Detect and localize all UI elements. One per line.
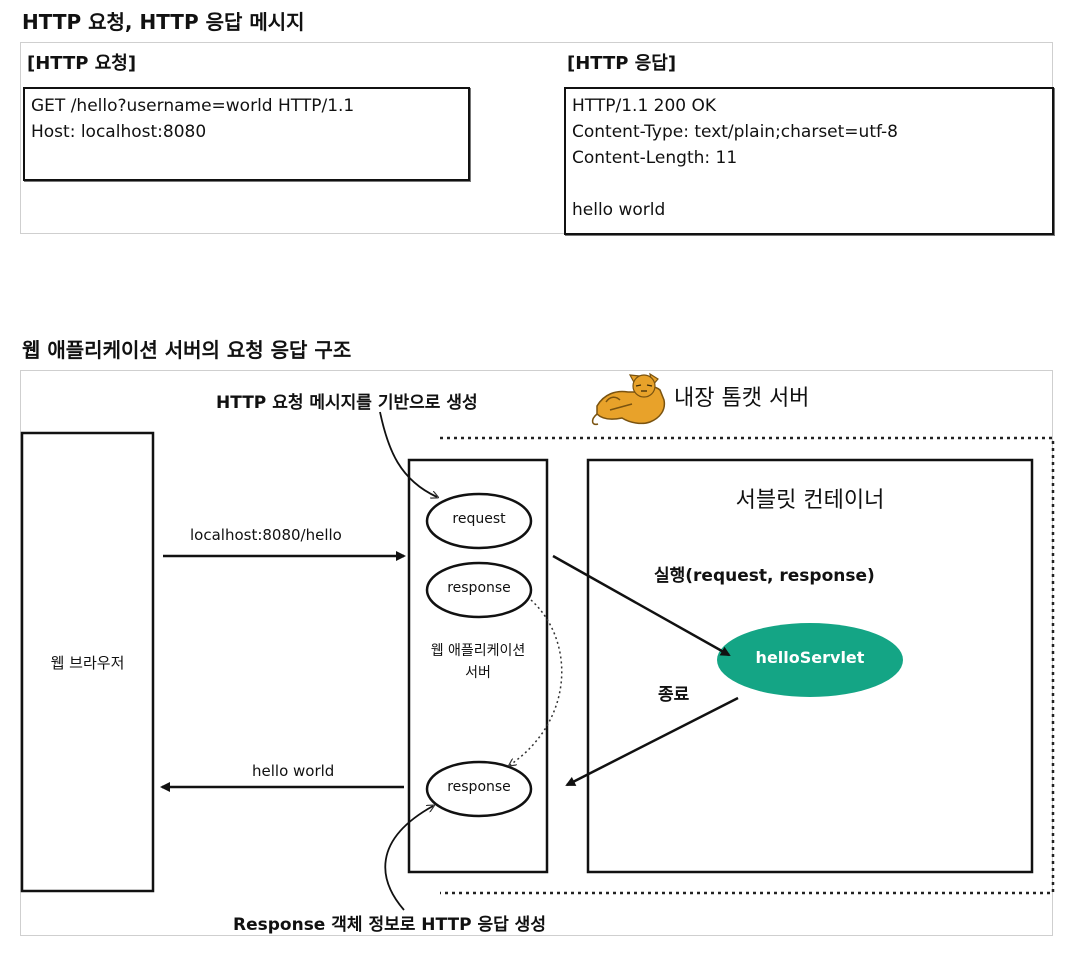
request-line: Host: localhost:8080: [31, 122, 207, 142]
response-text-label: hello world: [252, 762, 335, 780]
response-line: Content-Length: 11: [572, 148, 738, 168]
response-line: Content-Type: text/plain;charset=utf-8: [572, 122, 898, 142]
http-message-panel: [HTTP 요청] [HTTP 응답] GET /hello?username=…: [20, 42, 1054, 235]
end-label: 종료: [658, 685, 690, 705]
tomcat-logo-icon: [591, 372, 666, 426]
container-title: 서블릿 컨테이너: [735, 488, 885, 513]
was-label-line1: 웹 애플리케이션: [430, 643, 526, 659]
request-object: [425, 492, 533, 550]
was-label: 웹 애플리케이션 서버: [411, 640, 545, 684]
request-object-label: request: [452, 511, 506, 527]
request-url-label: localhost:8080/hello: [190, 526, 342, 544]
was-label-line2: 서버: [465, 665, 491, 681]
servlet-container-box: [586, 458, 1034, 874]
note-bottom: Response 객체 정보로 HTTP 응답 생성: [233, 915, 546, 935]
section2-title: 웹 애플리케이션 서버의 요청 응답 구조: [22, 338, 352, 362]
tomcat-boundary: [440, 436, 1055, 895]
note-top: HTTP 요청 메시지를 기반으로 생성: [216, 393, 478, 413]
response-line: HTTP/1.1 200 OK: [572, 96, 717, 116]
browser-box: [20, 431, 155, 893]
section1-title: HTTP 요청, HTTP 응답 메시지: [22, 10, 305, 34]
tomcat-label: 내장 톰캣 서버: [674, 386, 810, 411]
request-line: GET /hello?username=world HTTP/1.1: [31, 96, 355, 116]
request-label: [HTTP 요청]: [27, 53, 137, 74]
execute-label: 실행(request, response): [654, 566, 875, 586]
response-object-bottom: [425, 760, 533, 818]
response-dotted-curve: [510, 599, 563, 765]
request-message-box: GET /hello?username=world HTTP/1.1 Host:…: [23, 87, 470, 181]
browser-label: 웹 브라우저: [50, 654, 125, 672]
hello-servlet-node: [717, 623, 903, 697]
response-object-bottom-label: response: [447, 779, 511, 795]
note-top-curve: [379, 411, 437, 497]
response-message-box: HTTP/1.1 200 OK Content-Type: text/plain…: [564, 87, 1054, 235]
response-object-top: [425, 561, 533, 619]
end-arrow: [565, 696, 739, 787]
response-line: hello world: [572, 200, 666, 220]
response-object-top-label: response: [447, 580, 511, 596]
response-label: [HTTP 응답]: [567, 53, 677, 74]
note-bottom-curve: [384, 806, 433, 911]
servlet-label: helloServlet: [755, 648, 865, 667]
execute-arrow: [552, 554, 731, 657]
